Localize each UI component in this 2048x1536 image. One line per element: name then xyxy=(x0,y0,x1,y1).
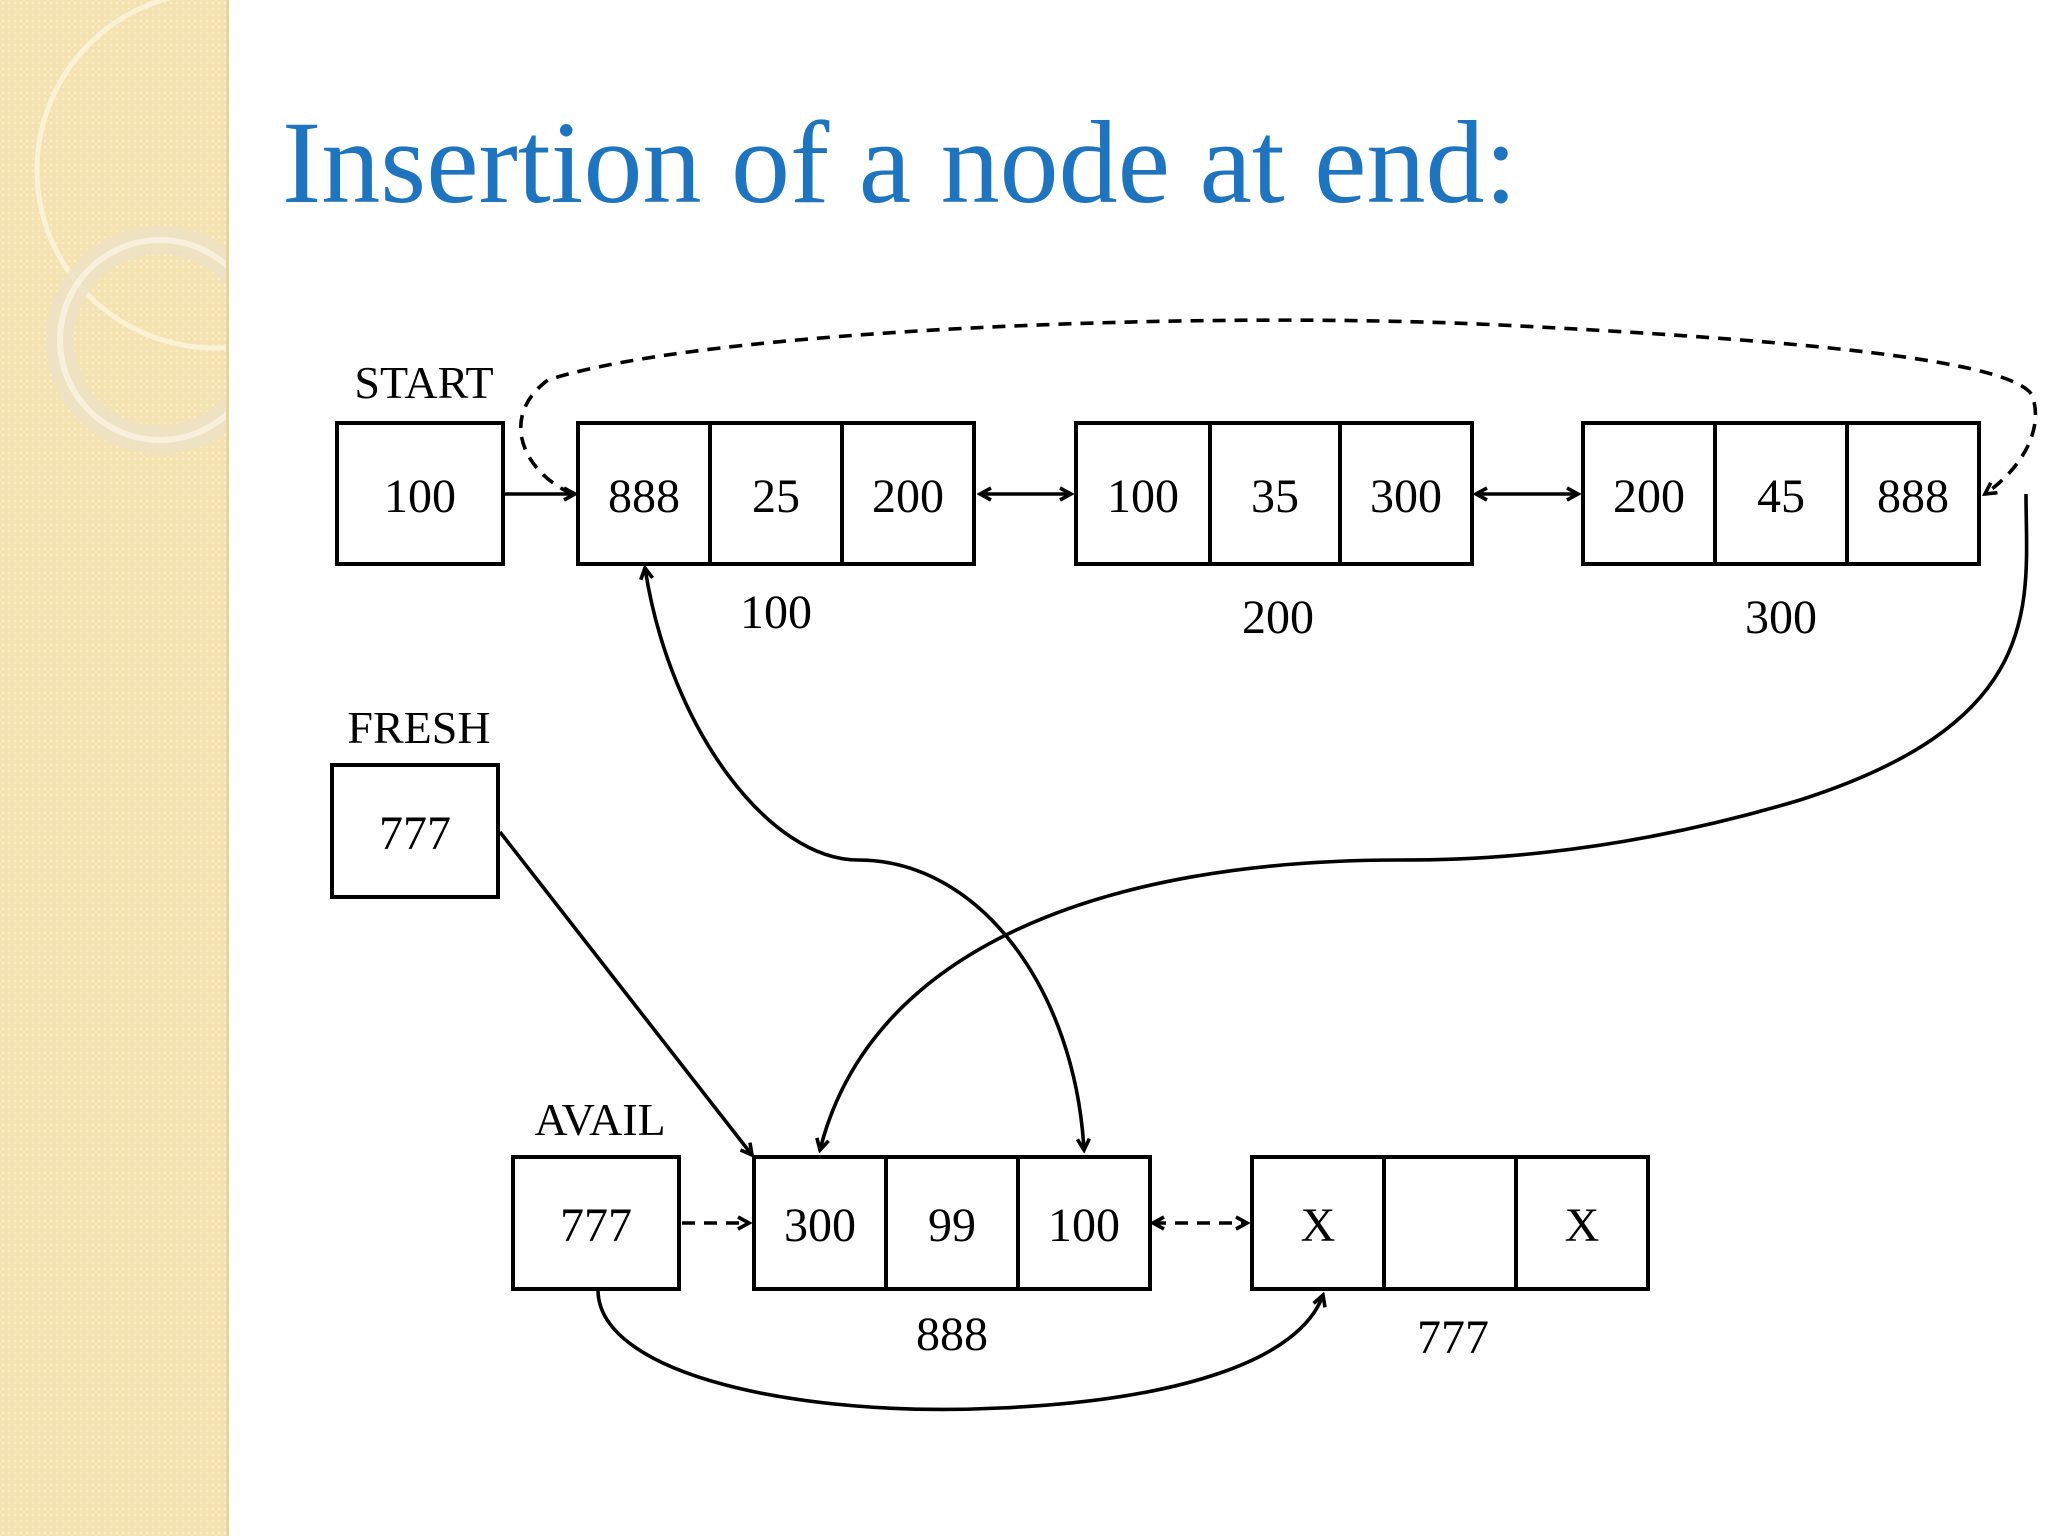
node-address: 888 xyxy=(916,1308,988,1361)
node-next-value: X xyxy=(1565,1199,1600,1252)
fresh-box xyxy=(330,763,500,899)
node-next-value: 888 xyxy=(1877,470,1949,523)
avail-node: 300 99 100 888 xyxy=(752,1155,1152,1361)
node-data-value: 45 xyxy=(1757,470,1805,523)
list-node: 888 25 200 100 xyxy=(576,421,976,639)
node-address: 777 xyxy=(1417,1311,1489,1364)
avail-label: AVAIL xyxy=(534,1094,665,1145)
avail-node: X X 777 xyxy=(1250,1155,1650,1364)
node-data-cell xyxy=(1382,1155,1518,1291)
node-data-cell xyxy=(1208,421,1342,566)
start-value: 100 xyxy=(384,470,456,523)
node-next-cell xyxy=(840,421,976,566)
node-next-cell xyxy=(1514,1155,1650,1291)
list-node: 100 35 300 200 xyxy=(1074,421,1474,644)
decorative-sidebar xyxy=(0,0,228,1536)
start-pointer: START 100 xyxy=(335,357,505,566)
slide-title: Insertion of a node at end: xyxy=(282,97,1518,228)
start-box xyxy=(335,421,505,566)
node-address: 200 xyxy=(1242,591,1314,644)
node-next-value: 200 xyxy=(872,470,944,523)
sidebar-rings xyxy=(34,0,228,454)
new-node-prev-link xyxy=(820,493,2029,1150)
node-data-cell xyxy=(884,1155,1020,1291)
old-circular-link-dashed xyxy=(519,318,2038,494)
node-data-cell xyxy=(708,421,844,566)
sidebar-ring-inner xyxy=(57,237,228,443)
node-prev-value: 888 xyxy=(608,470,680,523)
fresh-pointer: FRESH 777 xyxy=(330,702,500,899)
node-prev-cell xyxy=(1074,421,1212,566)
node-prev-value: 100 xyxy=(1107,470,1179,523)
node-data-value: 35 xyxy=(1251,470,1299,523)
new-node-next-link xyxy=(645,568,1084,1150)
node-address: 100 xyxy=(740,586,812,639)
node-data-cell xyxy=(1713,421,1849,566)
node-next-cell xyxy=(1338,421,1474,566)
fresh-to-new-node-arrow xyxy=(498,830,752,1155)
node-address: 300 xyxy=(1745,591,1817,644)
sidebar-ring-large xyxy=(34,0,228,351)
node-data-value: 99 xyxy=(928,1199,976,1252)
node-next-cell xyxy=(1016,1155,1152,1291)
node-prev-cell xyxy=(576,421,712,566)
node-next-value: 300 xyxy=(1370,470,1442,523)
fresh-label: FRESH xyxy=(347,702,490,753)
node-prev-value: 300 xyxy=(784,1199,856,1252)
node-next-value: 100 xyxy=(1048,1199,1120,1252)
node-next-cell xyxy=(1845,421,1981,566)
fresh-value: 777 xyxy=(379,807,451,860)
node-prev-value: 200 xyxy=(1613,470,1685,523)
avail-to-next-free-node-arrow xyxy=(596,1290,1323,1412)
node-prev-value: X xyxy=(1301,1199,1336,1252)
avail-box xyxy=(511,1155,681,1291)
node-prev-cell xyxy=(1250,1155,1386,1291)
list-node: 200 45 888 300 xyxy=(1581,421,1981,644)
sidebar-divider xyxy=(226,0,229,1536)
avail-value: 777 xyxy=(560,1199,632,1252)
avail-pointer: AVAIL 777 xyxy=(511,1094,681,1291)
start-label: START xyxy=(354,357,493,408)
node-data-value: 25 xyxy=(752,470,800,523)
node-prev-cell xyxy=(752,1155,888,1291)
